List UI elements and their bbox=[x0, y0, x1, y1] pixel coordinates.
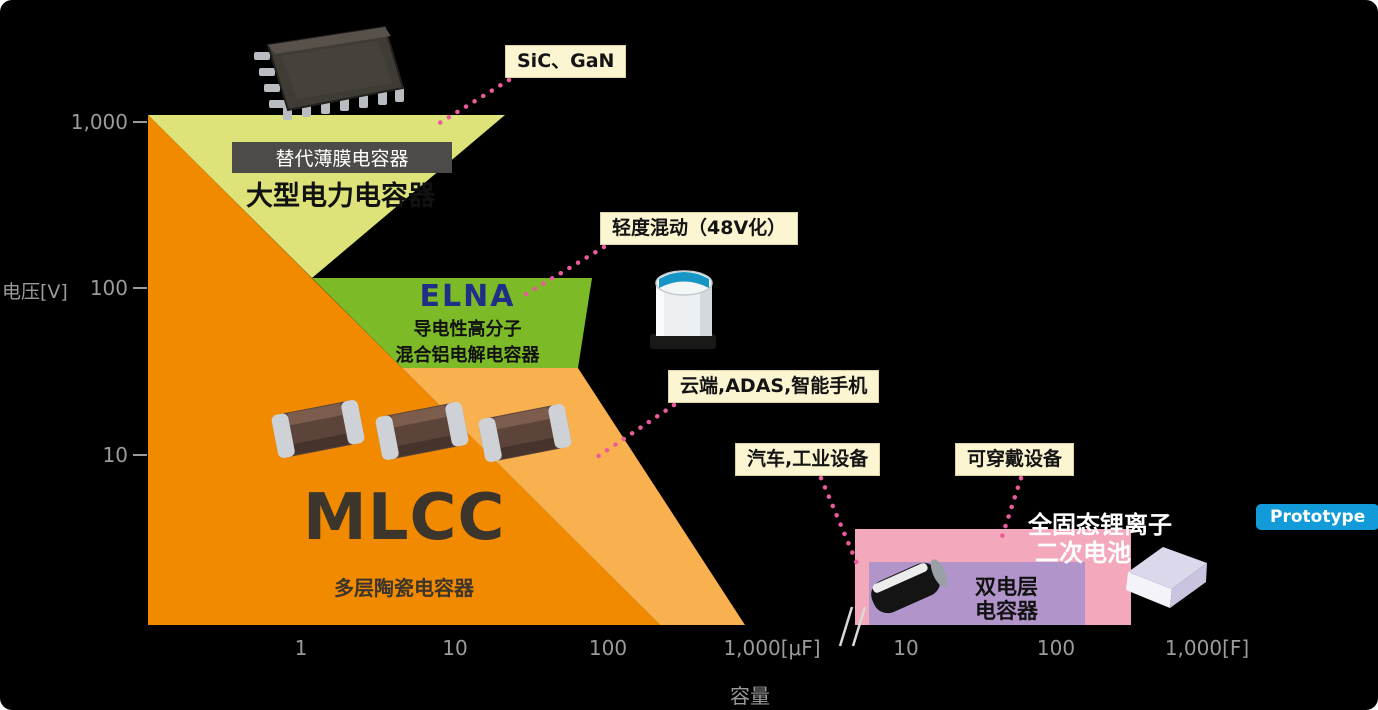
x-tick-10uf: 10 bbox=[442, 636, 468, 660]
mlcc-chip-image bbox=[478, 404, 572, 462]
callout-connectors bbox=[430, 77, 1024, 569]
mlcc-sublabel: 多层陶瓷电容器 bbox=[334, 576, 474, 600]
elna-capacitor-label-line1: 导电性高分子 bbox=[413, 319, 522, 340]
x-tick-100uf: 100 bbox=[588, 636, 628, 660]
y-tick-1000: 1,000 bbox=[70, 110, 128, 134]
elna-capacitor-label-line2: 混合铝电解电容器 bbox=[395, 345, 540, 366]
x-axis-break-marks bbox=[838, 606, 867, 647]
edlc-capacitor-image bbox=[871, 559, 948, 614]
elna-logo: ELNA bbox=[419, 279, 516, 314]
mlcc-chip-image bbox=[375, 402, 469, 460]
edlc-label-line2: 电容器 bbox=[975, 599, 1038, 623]
region-mlcc bbox=[148, 115, 660, 625]
edlc-label-line1: 双电层 bbox=[975, 575, 1038, 599]
x-axis-title: 容量 bbox=[730, 684, 770, 708]
large-power-capacitor-label: 大型电力电容器 bbox=[246, 181, 435, 212]
x-tick-1uf: 1 bbox=[294, 636, 308, 660]
y-tick-100: 100 bbox=[89, 276, 128, 300]
y-axis-title: 电压[V] bbox=[2, 281, 68, 303]
x-tick-100f: 100 bbox=[1036, 636, 1076, 660]
callout-cloud-adas-smartphone: 云端,ADAS,智能手机 bbox=[668, 370, 880, 403]
x-tick-1000f: 1,000[F] bbox=[1164, 636, 1250, 660]
mlcc-chip-image bbox=[271, 400, 365, 458]
prototype-badge: Prototype bbox=[1256, 504, 1378, 530]
connector-mild-hybrid bbox=[520, 244, 607, 299]
smd-aluminum-capacitor-image bbox=[650, 270, 716, 349]
callout-sic-gan: SiC、GaN bbox=[505, 45, 627, 78]
callout-wearable: 可穿戴设备 bbox=[955, 443, 1075, 476]
y-tick-10: 10 bbox=[102, 443, 128, 467]
y-axis-tick-marks bbox=[133, 121, 147, 456]
x-tick-1000uf: 1,000[μF] bbox=[723, 636, 821, 660]
connector-wearable bbox=[998, 475, 1024, 543]
solid-state-battery-label-line2: 二次电池 bbox=[1035, 539, 1131, 567]
region-elna-hybrid-capacitor bbox=[312, 278, 592, 368]
x-tick-10f: 10 bbox=[893, 636, 919, 660]
connector-automotive bbox=[818, 475, 861, 569]
ic-chip-image bbox=[254, 25, 405, 120]
callout-mild-hybrid: 轻度混动（48V化） bbox=[600, 212, 799, 245]
callout-automotive-industrial: 汽车,工业设备 bbox=[735, 443, 881, 476]
battery-image bbox=[1126, 547, 1207, 608]
film-capacitor-replacement-badge: 替代薄膜电容器 bbox=[232, 142, 452, 173]
mlcc-label: MLCC bbox=[303, 481, 506, 555]
elna-block: ELNA 导电性高分子 混合铝电解电容器 bbox=[355, 280, 580, 367]
solid-state-battery-label-line1: 全固态锂离子 bbox=[1028, 511, 1172, 539]
